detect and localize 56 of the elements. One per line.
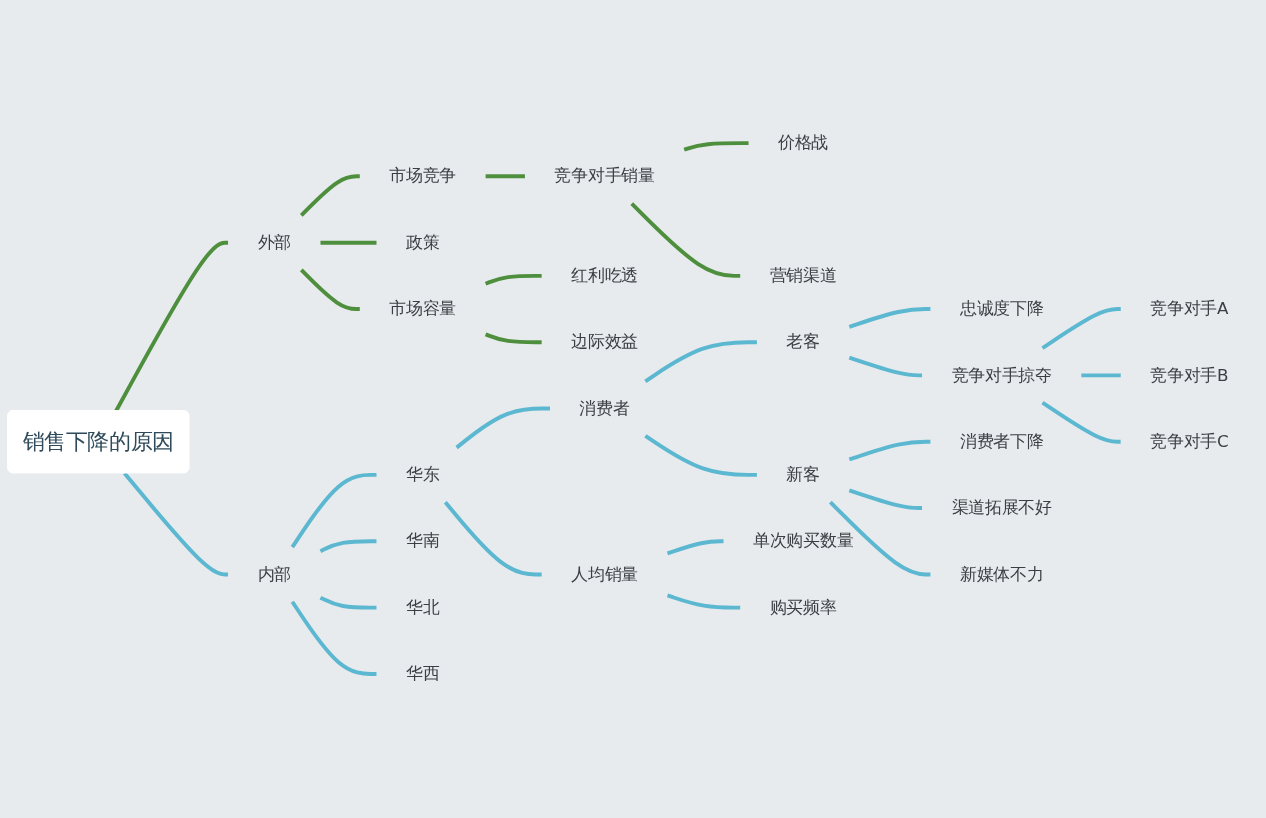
node-text: 单次购买数量: [752, 531, 854, 551]
node-text: 老客: [786, 332, 820, 352]
node-text: 市场容量: [389, 298, 457, 319]
node-text: 红利吃透: [571, 265, 638, 286]
connector: [848, 356, 923, 378]
node-text: 华东: [405, 464, 440, 485]
connector: [290, 473, 377, 549]
connector: [122, 472, 229, 577]
connector: [1041, 401, 1121, 445]
node-text: 消费者下降: [959, 431, 1044, 452]
node-text: 价格战: [778, 133, 829, 153]
node-text: 竞争对手销量: [554, 166, 655, 186]
node-text: 华西: [405, 663, 440, 684]
connector: [644, 434, 757, 478]
node-text: 竞争对手A: [1150, 298, 1229, 319]
node-text: 人均销量: [571, 564, 638, 584]
connector: [848, 307, 931, 330]
connector: [666, 594, 741, 610]
connector: [666, 539, 724, 556]
connector: [319, 539, 377, 554]
connector: [828, 501, 931, 577]
connector: [484, 332, 542, 345]
connector: [848, 488, 923, 511]
node-text: 消费者: [579, 398, 630, 419]
connector: [114, 241, 229, 413]
node-text: 政策: [405, 232, 440, 253]
connector: [319, 596, 377, 610]
node-text: 竞争对手B: [1150, 365, 1229, 385]
connector: [455, 407, 550, 450]
connector: [848, 440, 931, 462]
connector: [443, 501, 542, 577]
node-text: 华北: [405, 597, 440, 618]
connector: [485, 174, 525, 179]
connector: [299, 269, 360, 312]
connector: [290, 601, 377, 677]
connector: [644, 340, 757, 384]
node-text: 内部: [257, 564, 291, 584]
node-text: 忠诚度下降: [959, 298, 1044, 319]
connector: [1041, 307, 1121, 351]
node-text: 竞争对手掠夺: [951, 365, 1052, 385]
node-text: 边际效益: [571, 332, 638, 352]
connector: [484, 274, 542, 286]
node-text: 市场竞争: [389, 166, 457, 186]
connector: [630, 202, 741, 279]
node-text: 渠道拓展不好: [951, 497, 1052, 518]
node-text: 新客: [786, 464, 820, 485]
node-text: 购买频率: [769, 597, 837, 618]
connector: [299, 174, 360, 218]
node-text: 营销渠道: [769, 265, 837, 286]
connector: [1081, 373, 1121, 378]
connector: [320, 241, 377, 246]
node-text: 外部: [257, 232, 291, 253]
connector: [683, 141, 749, 152]
node-text: 华南: [405, 531, 440, 551]
node-text: 新媒体不力: [959, 564, 1044, 584]
node-text: 竞争对手C: [1150, 431, 1229, 452]
